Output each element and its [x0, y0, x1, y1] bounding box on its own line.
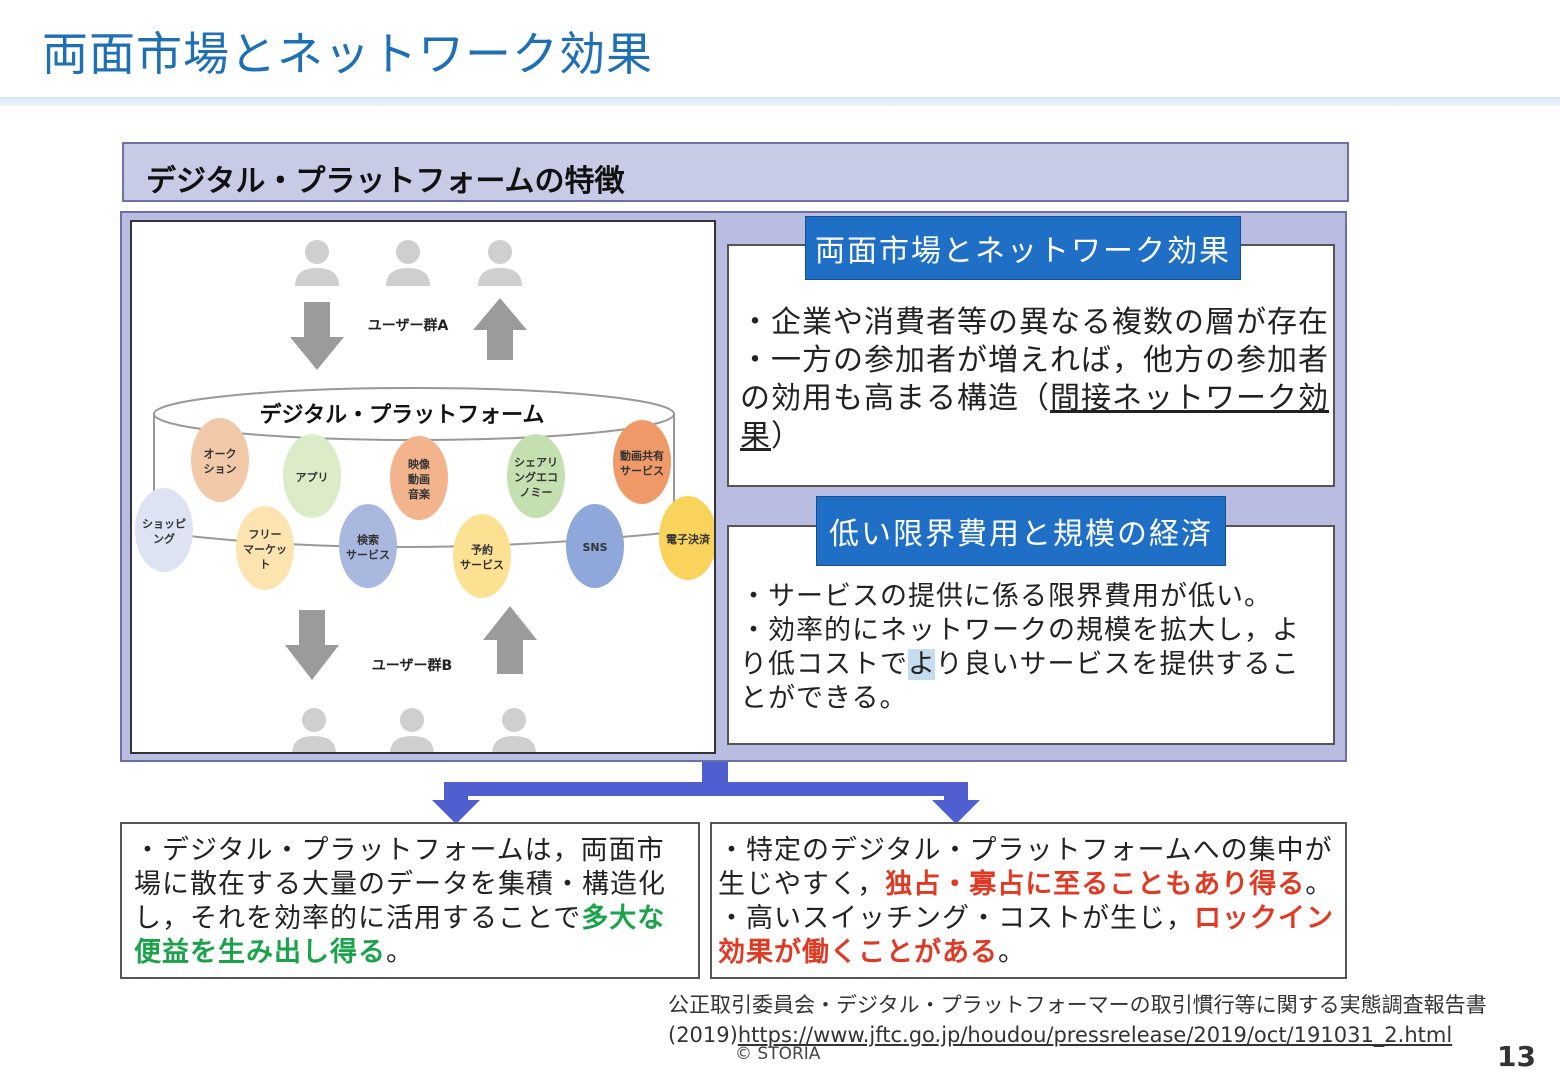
- service-bubble-label: 予約: [471, 543, 493, 557]
- service-bubble-label: SNS: [582, 541, 607, 554]
- economies-of-scale-line-2: ・効率的にネットワークの規模を拡大し，より低コストでより良いサービスを提供するこ…: [740, 615, 1300, 714]
- service-bubble-label: フリー: [249, 528, 282, 541]
- service-bubble-label: ング: [153, 532, 175, 546]
- service-bubble-label: 電子決済: [666, 532, 711, 546]
- service-bubble-label: 音楽: [408, 487, 431, 501]
- section-header-text: デジタル・プラットフォームの特徴: [146, 164, 625, 199]
- service-bubble: アプリ: [283, 434, 341, 518]
- user-a-person-icon: [295, 240, 339, 286]
- service-bubble-label: サービス: [620, 464, 664, 478]
- user-b-person-icon: [292, 708, 336, 752]
- service-bubble-label: シェアリ: [514, 456, 558, 469]
- title-divider: [0, 97, 1560, 106]
- monopoly-highlight: 独占・寡占に至ることもあり得る: [885, 869, 1306, 900]
- network-effect-title: 両面市場とネットワーク効果: [805, 216, 1241, 280]
- service-bubble-label: サービス: [346, 548, 390, 562]
- service-bubble-label: 映像: [408, 457, 431, 471]
- service-bubble-label: オーク: [204, 448, 237, 461]
- network-effect-line-1: ・企業や消費者等の異なる複数の層が存在: [740, 305, 1329, 340]
- user-a-person-icon: [478, 240, 522, 286]
- service-bubble: 電子決済: [659, 496, 714, 580]
- service-bubble-label: 動画: [408, 472, 430, 486]
- user-a-person-icon: [386, 240, 430, 286]
- section-header: デジタル・プラットフォームの特徴: [122, 142, 1349, 202]
- service-bubble-label: ングエコ: [514, 470, 558, 484]
- network-effect-line-2: ・一方の参加者が増えれば，他方の参加者の効用も高まる構造（間接ネットワーク効果）: [740, 343, 1329, 454]
- lock-in-highlight: ロックイン効果が働くことがある: [718, 903, 1334, 968]
- source-citation: 公正取引委員会・デジタル・プラットフォーマーの取引慣行等に関する実態調査報告書(…: [668, 990, 1538, 1050]
- arrow-down-icon: [290, 302, 344, 370]
- indirect-network-effect-term: 間接ネットワーク効果: [740, 381, 1329, 454]
- page-number: 13: [1497, 1040, 1536, 1073]
- user-b-person-icon: [390, 708, 434, 752]
- service-bubble-label: ション: [204, 463, 237, 476]
- slide-title: 両面市場とネットワーク効果: [42, 27, 653, 81]
- service-bubble: SNS: [566, 504, 624, 588]
- arrow-down-icon: [285, 610, 339, 680]
- risk-box: ・特定のデジタル・プラットフォームへの集中が生じやすく，独占・寡占に至ることもあ…: [710, 822, 1347, 979]
- network-effect-box: [727, 244, 1335, 487]
- service-bubble-label: マーケッ: [243, 543, 287, 556]
- service-bubbles: オークションアプリ映像動画音楽シェアリングエコノミー動画共有サービスショッピング…: [135, 418, 714, 598]
- user-group-a-label: ユーザー群A: [368, 317, 449, 334]
- benefit-box: ・デジタル・プラットフォームは，両面市場に散在する大量のデータを集積・構造化し，…: [120, 822, 700, 979]
- platform-label: デジタル・プラットフォーム: [260, 402, 545, 428]
- service-bubble-label: ショッピ: [142, 518, 186, 531]
- arrow-up-icon: [473, 298, 527, 360]
- source-link[interactable]: https://www.jftc.go.jp/houdou/pressrelea…: [737, 1023, 1453, 1047]
- economies-of-scale-text: ・サービスの提供に係る限界費用が低い。 ・効率的にネットワークの規模を拡大し，よ…: [740, 580, 1325, 716]
- benefit-highlight: 多大な便益を生み出し得る: [134, 903, 666, 968]
- source-text: 公正取引委員会・デジタル・プラットフォーマーの取引慣行等に関する実態調査報告書(…: [668, 993, 1487, 1047]
- economies-of-scale-line-1: ・サービスの提供に係る限界費用が低い。: [740, 581, 1272, 612]
- service-bubble-label: 検索: [357, 533, 379, 547]
- branch-arrows: [432, 762, 980, 824]
- copyright: © STORIA: [735, 1044, 821, 1064]
- user-group-b-label: ユーザー群B: [372, 657, 452, 674]
- service-bubble-label: アプリ: [296, 470, 329, 484]
- user-b-person-icon: [492, 708, 536, 752]
- economies-of-scale-title: 低い限界費用と規模の経済: [816, 496, 1226, 566]
- service-bubble-label: サービス: [460, 558, 504, 572]
- service-bubble-label: ト: [260, 558, 271, 571]
- service-bubble-label: ノミー: [520, 486, 553, 499]
- service-bubble-label: 動画共有: [620, 449, 664, 463]
- network-effect-text: ・企業や消費者等の異なる複数の層が存在 ・一方の参加者が増えれば，他方の参加者の…: [740, 304, 1332, 456]
- platform-diagram: ユーザー群A デジタル・プラットフォーム オークションアプリ 映像動画音楽 シェアリ…: [130, 220, 716, 754]
- arrow-up-icon: [483, 606, 537, 674]
